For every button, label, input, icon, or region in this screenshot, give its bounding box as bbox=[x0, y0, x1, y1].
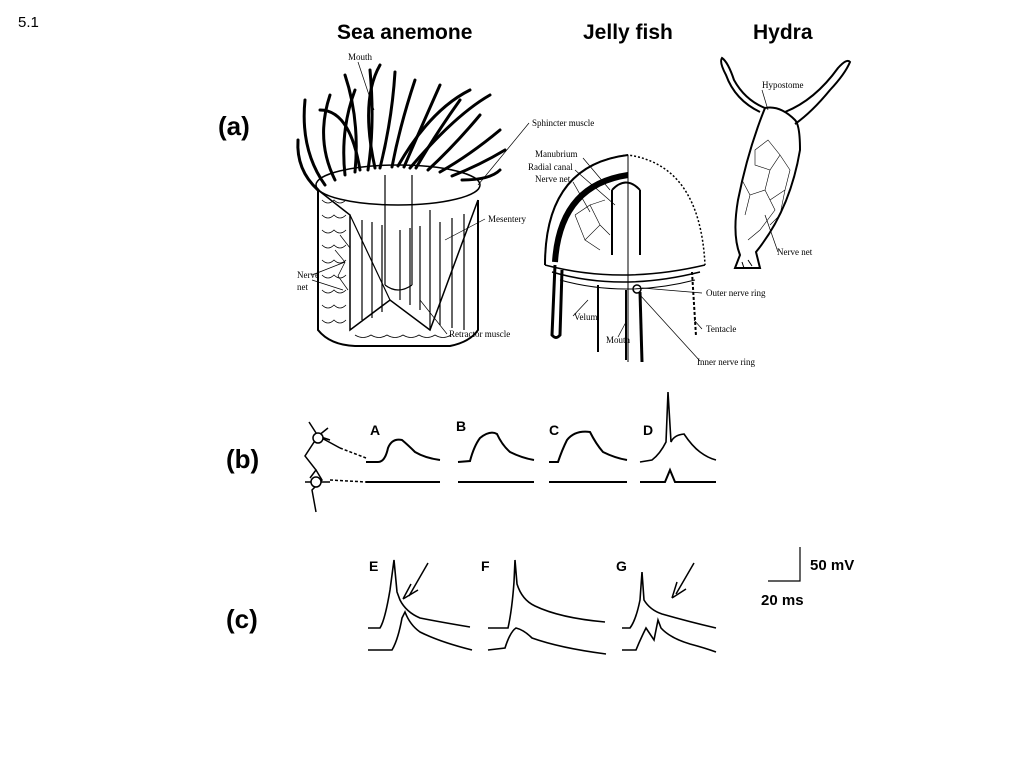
label-mouth-jellyfish: Mouth bbox=[606, 335, 631, 345]
voltage-traces-c bbox=[368, 560, 716, 654]
trace-label-c: C bbox=[549, 422, 559, 438]
trace-label-b: B bbox=[456, 418, 466, 434]
jellyfish-illustration bbox=[545, 155, 705, 362]
label-hypostome: Hypostome bbox=[762, 80, 804, 90]
scale-time-label: 20 ms bbox=[761, 592, 804, 609]
trace-label-e: E bbox=[369, 558, 378, 574]
label-nerve-net-anemone-line2: net bbox=[297, 282, 308, 292]
label-nerve-net-anemone-line1: Nerve bbox=[297, 270, 319, 280]
label-tentacle: Tentacle bbox=[706, 324, 736, 334]
sea-anemone-illustration bbox=[298, 62, 529, 346]
label-nerve-net-jellyfish: Nerve net bbox=[535, 174, 571, 184]
label-manubrium: Manubrium bbox=[535, 149, 578, 159]
trace-label-d: D bbox=[643, 422, 653, 438]
label-sphincter-muscle: Sphincter muscle bbox=[532, 118, 594, 128]
label-radial-canal: Radial canal bbox=[528, 162, 573, 172]
label-mesentery: Mesentery bbox=[488, 214, 526, 224]
neuron-schematic bbox=[305, 422, 366, 512]
scale-bar bbox=[768, 547, 800, 581]
label-retractor-muscle: Retractor muscle bbox=[449, 329, 510, 339]
trace-label-a: A bbox=[370, 422, 380, 438]
trace-label-f: F bbox=[481, 558, 490, 574]
label-velum: Velum bbox=[574, 312, 598, 322]
label-outer-nerve-ring: Outer nerve ring bbox=[706, 288, 766, 298]
voltage-traces-b bbox=[366, 392, 716, 482]
label-mouth-anemone: Mouth bbox=[348, 52, 373, 62]
label-nerve-net-hydra: Nerve net bbox=[777, 247, 813, 257]
label-inner-nerve-ring: Inner nerve ring bbox=[697, 357, 755, 367]
scale-voltage-label: 50 mV bbox=[810, 557, 854, 574]
trace-label-g: G bbox=[616, 558, 627, 574]
